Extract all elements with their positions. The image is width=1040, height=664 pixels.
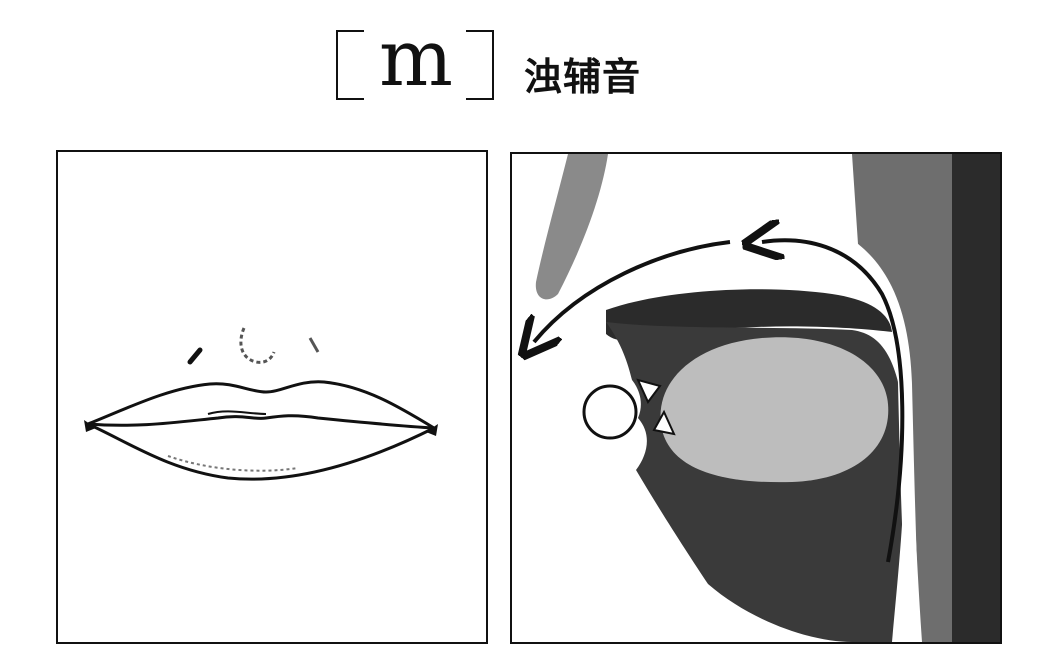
vocal-tract-diagram	[510, 152, 1002, 644]
mouth-cross-section-icon	[512, 154, 1000, 642]
lips-illustration	[56, 150, 488, 644]
lips-icon	[84, 327, 438, 481]
title-row: m 浊辅音	[0, 0, 1040, 130]
consonant-category-label: 浊辅音	[524, 55, 642, 99]
left-bracket	[336, 30, 364, 100]
phoneme-symbol: m	[379, 14, 453, 104]
right-bracket	[466, 30, 494, 100]
